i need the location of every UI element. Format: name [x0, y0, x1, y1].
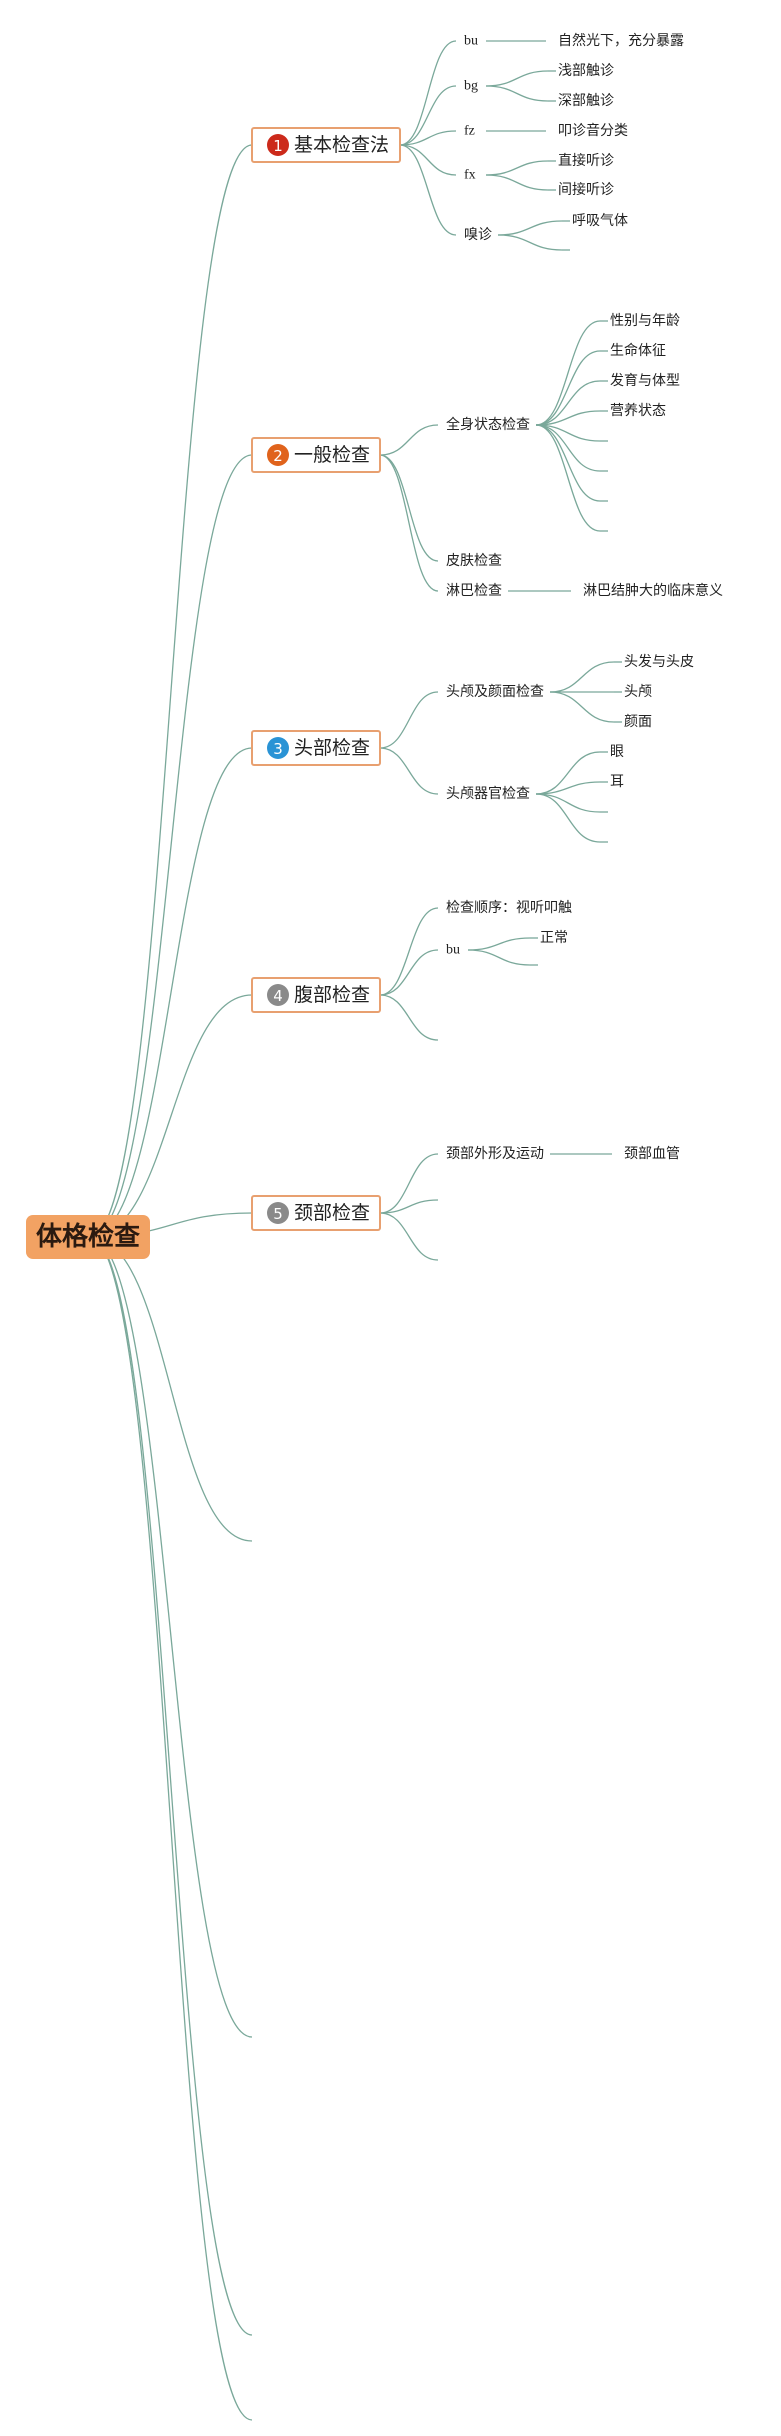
topic-child-line [379, 1212, 439, 1261]
grandchild-line [549, 661, 615, 693]
subtopic-label: 检查顺序：视听叩触 [446, 900, 572, 916]
grandchild-line [497, 234, 563, 251]
topic-child-line [379, 994, 439, 1041]
leaf-label: 叩诊音分类 [558, 122, 628, 139]
leaf-label: 性别与年龄 [610, 313, 680, 329]
leaf-label: 生命体征 [610, 342, 666, 359]
grandchild-line [535, 793, 601, 813]
topic-child-line [379, 907, 439, 996]
leaf-label: 呼吸气体 [572, 213, 628, 229]
topic-child-line [399, 144, 457, 236]
leaf-label: 直接听诊 [558, 152, 614, 169]
subtopic-label: 头颅器官检查 [446, 786, 530, 802]
leaf-label: 间接听诊 [558, 181, 614, 198]
leaf-label: 浅部触诊 [558, 63, 614, 79]
root-label: 体格检查 [36, 1221, 140, 1252]
topic-number-badge [267, 984, 289, 1006]
subtopic-label: 淋巴检查 [446, 583, 502, 599]
subtopic-label: 颈部外形及运动 [446, 1146, 544, 1162]
topic-label: 一般检查 [294, 444, 370, 466]
grandchild-line [535, 320, 601, 426]
subtopic-label: 皮肤检查 [446, 553, 502, 569]
topic-number: 4 [273, 987, 283, 1005]
grandchild-line [467, 949, 531, 966]
grandchild-line [549, 691, 615, 723]
root-topic-line [89, 454, 253, 1238]
empty-root-branch-line [89, 1236, 253, 2336]
grandchild-line [535, 781, 601, 795]
topic-child-line [379, 1153, 439, 1214]
root-topic-line [89, 144, 253, 1238]
subtopic-label: bu [446, 943, 460, 958]
grandchild-line [535, 350, 601, 426]
topic-number-badge [267, 737, 289, 759]
topic-label: 头部检查 [294, 737, 370, 759]
topic-label: 腹部检查 [294, 984, 370, 1006]
subtopic-label: fz [464, 124, 475, 139]
leaf-label: 营养状态 [610, 403, 666, 419]
grandchild-line [485, 160, 549, 176]
topic-label: 颈部检查 [294, 1202, 370, 1224]
topic-child-line [379, 747, 439, 795]
topic-child-line [379, 949, 439, 996]
topic-child-line [399, 130, 457, 146]
root-node[interactable] [26, 1215, 150, 1259]
grandchild-line [535, 424, 601, 502]
empty-root-branch-line [89, 1236, 253, 2038]
leaf-label: 颈部血管 [624, 1146, 680, 1162]
topic-label: 基本检查法 [294, 134, 389, 156]
leaf-label: 正常 [540, 930, 568, 946]
leaf-label: 眼 [610, 744, 624, 760]
subtopic-label: 头颅及颜面检查 [446, 684, 544, 700]
topic-child-line [379, 1199, 439, 1214]
grandchild-line [467, 937, 531, 951]
grandchild-line [535, 380, 601, 426]
grandchild-line [535, 751, 601, 795]
topic-child-line [379, 691, 439, 749]
topic-number: 2 [273, 447, 283, 465]
topic-number-badge [267, 1202, 289, 1224]
topic-number-badge [267, 444, 289, 466]
root-topic-line [89, 747, 253, 1238]
subtopic-label: 嗅诊 [464, 227, 492, 243]
grandchild-line [485, 70, 549, 87]
topic-number-badge [267, 134, 289, 156]
grandchild-line [535, 424, 601, 472]
leaf-label: 自然光下，充分暴露 [558, 32, 684, 49]
grandchild-line [485, 174, 549, 191]
topic-number: 3 [273, 740, 283, 758]
grandchild-line [485, 85, 549, 102]
leaf-label: 头发与头皮 [624, 654, 694, 670]
leaf-label: 淋巴结肿大的临床意义 [583, 582, 723, 599]
topic-node-t1[interactable] [251, 127, 401, 163]
topic-child-line [399, 85, 457, 146]
topic-child-line [379, 424, 439, 456]
topic-child-line [399, 144, 457, 176]
topic-child-line [379, 454, 439, 592]
leaf-label: 耳 [610, 774, 624, 790]
topic-child-line [399, 40, 457, 146]
subtopic-label: bg [464, 79, 478, 94]
subtopic-label: fx [464, 168, 476, 183]
grandchild-line [535, 410, 601, 426]
leaf-label: 颜面 [624, 714, 652, 730]
topic-number: 5 [273, 1205, 283, 1223]
grandchild-line [497, 220, 563, 236]
leaf-label: 头颅 [624, 684, 652, 700]
topic-number: 1 [273, 137, 283, 155]
subtopic-label: bu [464, 34, 478, 49]
grandchild-line [535, 424, 601, 532]
topic-child-line [379, 454, 439, 562]
leaf-label: 发育与体型 [610, 373, 680, 389]
subtopic-label: 全身状态检查 [446, 416, 530, 433]
empty-root-branch-line [89, 1236, 253, 1542]
grandchild-line [535, 793, 601, 843]
leaf-label: 深部触诊 [558, 93, 614, 109]
empty-root-branch-line [89, 1236, 253, 2421]
